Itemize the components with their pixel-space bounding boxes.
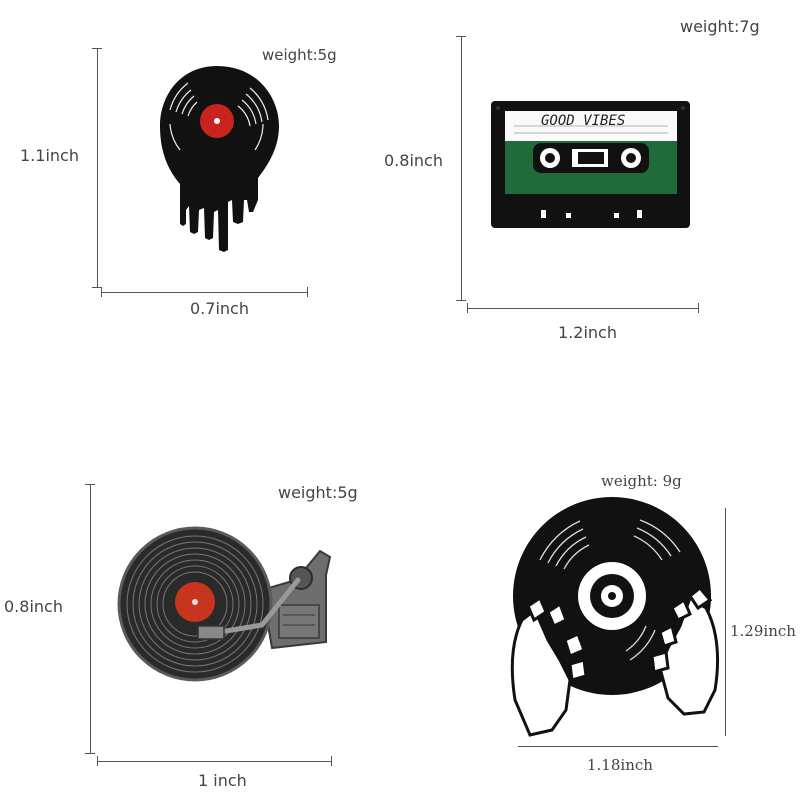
weight-label: weight:5g — [262, 46, 337, 64]
width-dimension-tick — [307, 287, 308, 297]
width-dimension-tick — [698, 303, 699, 313]
width-dimension-line — [467, 308, 699, 309]
width-dimension-tick — [467, 303, 468, 313]
weight-label: weight: 9g — [601, 472, 682, 490]
width-dimension-tick — [331, 756, 332, 766]
width-label: 1.18inch — [587, 756, 653, 774]
height-label: 1.29inch — [730, 622, 796, 640]
height-dimension-line — [725, 508, 726, 736]
height-label: 0.8inch — [4, 597, 63, 616]
height-dimension-line — [461, 36, 462, 301]
width-label: 1 inch — [198, 771, 247, 790]
height-dimension-tick — [92, 287, 102, 288]
width-dimension-line — [518, 746, 718, 747]
width-label: 0.7inch — [190, 299, 249, 318]
height-label: 0.8inch — [384, 151, 443, 170]
height-dimension-tick — [456, 300, 466, 301]
weight-label: weight:5g — [278, 483, 358, 502]
width-dimension-line — [101, 292, 308, 293]
height-dimension-line — [90, 484, 91, 754]
width-label: 1.2inch — [558, 323, 617, 342]
height-label: 1.1inch — [20, 146, 79, 165]
height-dimension-tick — [85, 753, 95, 754]
weight-label: weight:7g — [680, 17, 760, 36]
height-dimension-tick — [456, 36, 466, 37]
width-dimension-line — [97, 761, 332, 762]
width-dimension-tick — [101, 287, 102, 297]
height-dimension-line — [97, 48, 98, 288]
height-dimension-tick — [85, 484, 95, 485]
width-dimension-tick — [97, 756, 98, 766]
cassette-label-text: GOOD VIBES — [541, 113, 626, 129]
height-dimension-tick — [92, 48, 102, 49]
